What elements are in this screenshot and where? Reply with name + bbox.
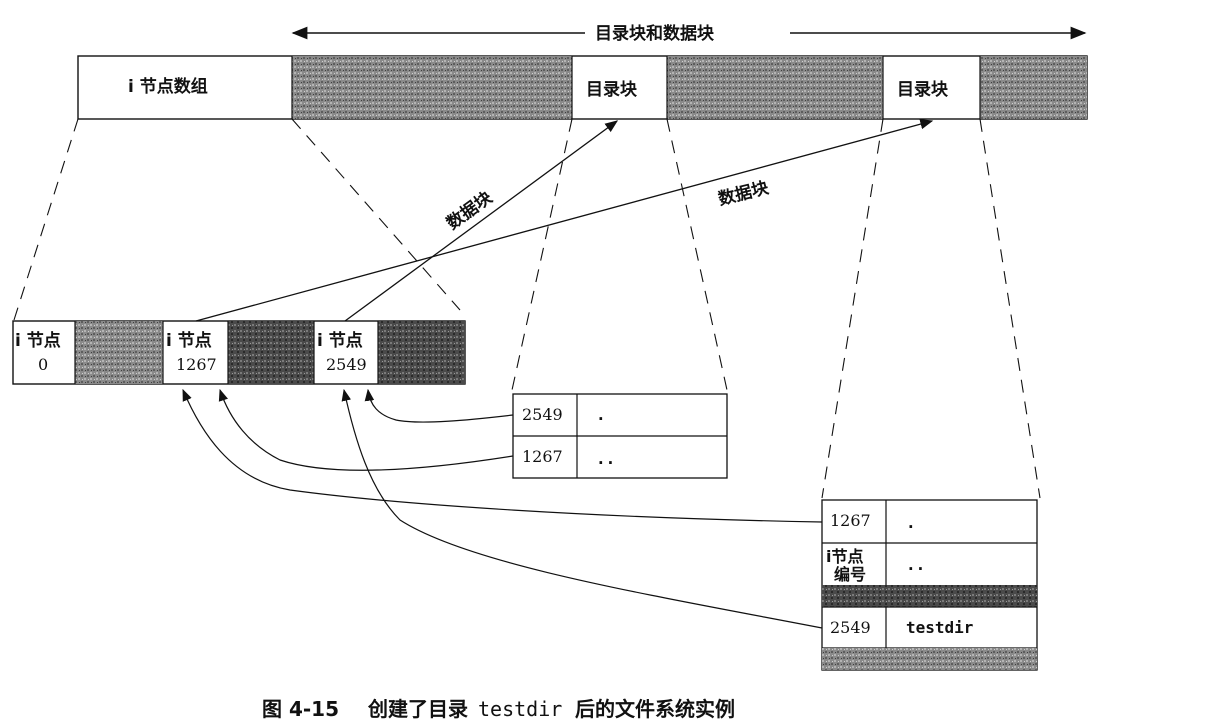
dir-b-row1-inode: 1267 (830, 511, 871, 530)
caption-text-after: 后的文件系统实例 (575, 697, 735, 721)
projection-lines (13, 118, 1041, 499)
caption-code: testdir (478, 697, 562, 721)
dir-b-row1-name: . (906, 513, 916, 532)
inode-0-label: i 节点 (15, 330, 61, 351)
dir-a-row1-name: . (596, 405, 606, 424)
directory-block-b: 1267 . i节点 编号 .. 2549 testdir (821, 499, 1038, 671)
inode-2549-number: 2549 (326, 355, 367, 374)
dir-a-row2-inode: 1267 (522, 447, 563, 466)
dir-b-row2-inode-line1: i节点 (826, 547, 864, 566)
inode-array-label: i 节点数组 (128, 76, 208, 97)
inode-0-number: 0 (38, 355, 48, 374)
inode-1267-number: 1267 (176, 355, 217, 374)
inode-reference-arrows (182, 388, 823, 629)
dir-b-row2-name: .. (906, 555, 925, 574)
dir-block-1-label: 目录块 (586, 80, 638, 100)
data-block-arrows (195, 119, 934, 322)
inode-1267-label: i 节点 (166, 330, 212, 351)
dir-b-row3-inode: 2549 (830, 618, 871, 637)
data-block-label-1: 数据块 (443, 186, 497, 234)
data-region-3 (980, 56, 1087, 119)
dir-a-row1-inode: 2549 (522, 405, 563, 424)
inode-strip: i 节点 0 i 节点 1267 i 节点 2549 (12, 320, 466, 385)
inode-2549-label: i 节点 (317, 330, 363, 351)
dir-b-row2-inode-line2: 编号 (834, 565, 866, 584)
top-arrow-label: 目录块和数据块 (595, 23, 715, 44)
data-region-1 (292, 56, 572, 119)
disk-layout-bar: i 节点数组 目录块 目录块 (77, 55, 1088, 120)
figure-caption: 图 4-15 创建了目录 testdir 后的文件系统实例 (262, 697, 735, 721)
caption-figure-number: 图 4-15 (262, 697, 339, 721)
data-region-2 (667, 56, 883, 119)
directory-block-a: 2549 . 1267 .. (512, 393, 728, 479)
top-span-arrow: 目录块和数据块 (291, 23, 1087, 44)
data-block-label-2: 数据块 (716, 177, 772, 210)
caption-text-before: 创建了目录 (367, 697, 468, 721)
dir-a-row2-name: .. (596, 449, 615, 468)
dir-block-2-label: 目录块 (897, 80, 949, 100)
dir-b-row3-name: testdir (906, 618, 973, 637)
